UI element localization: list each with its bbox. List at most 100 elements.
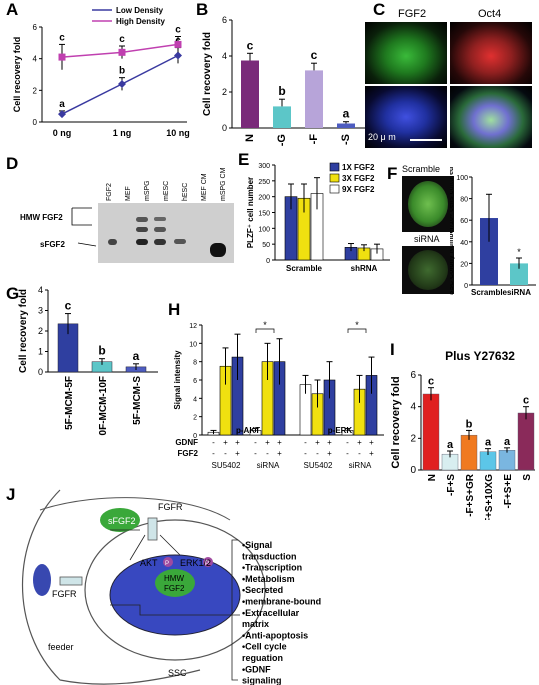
function-list-line: transduction	[242, 551, 297, 561]
y-tick-label: 40	[460, 240, 468, 247]
y-tick-label: 250	[258, 179, 270, 186]
fgf2-sign: +	[327, 449, 332, 458]
x-tick-label: S	[522, 474, 533, 481]
legend-swatch	[329, 173, 340, 183]
blot-lane-label: mSPG CM	[220, 167, 227, 201]
gdnf-sign: +	[223, 438, 228, 447]
significance-letter: b	[119, 66, 125, 77]
gdnf-sign: +	[235, 438, 240, 447]
series-point	[58, 110, 66, 119]
x-tick-label: 5F-MCM-5F	[64, 376, 75, 430]
series-point	[174, 51, 182, 60]
gdnf-sign: -	[304, 438, 307, 447]
subgroup-label: SU5402	[212, 461, 241, 470]
significance-letter: a	[485, 437, 492, 449]
function-list-line: •GDNF	[242, 664, 271, 674]
band-hmw-label: HMW FGF2	[20, 213, 63, 222]
fgf2-sign: -	[266, 449, 269, 458]
oct4-image	[450, 22, 532, 84]
significance-letter: b	[98, 344, 105, 358]
sfgf2-blob	[100, 508, 140, 532]
blot-lane-label: mESC	[163, 180, 170, 201]
x-tick-label: -F+S+10XG	[484, 474, 495, 520]
signal-arrows	[110, 529, 240, 616]
panel-label-d: D	[6, 154, 19, 173]
fgf2-row-label: FGF2	[178, 449, 199, 458]
x-tick-label: N	[427, 474, 438, 481]
scramble-image-label: Scramble	[402, 164, 441, 174]
x-tick-label: Scramble	[286, 264, 323, 273]
y-tick-label: 4	[38, 285, 43, 295]
output-bracket	[231, 539, 238, 681]
group-label: p-ERK	[328, 426, 353, 435]
y-tick-label: 8	[193, 360, 197, 367]
gdnf-row-label: GDNF	[175, 438, 198, 447]
fgf2-sign: +	[277, 449, 282, 458]
significance-letter: c	[311, 48, 318, 62]
function-list: •Signaltransduction•Transcription•Metabo…	[242, 540, 321, 685]
function-list-line: •membrane-bound	[242, 597, 321, 607]
gdnf-sign: +	[265, 438, 270, 447]
function-list-line: •Anti-apoptosis	[242, 630, 308, 640]
significance-bracket	[347, 328, 367, 333]
y-axis-label: Cell recovery fold	[390, 376, 402, 468]
significance-star: *	[355, 320, 359, 330]
legend-swatch	[329, 184, 340, 194]
significance-letter: a	[447, 439, 454, 451]
title-fgf2: FGF2	[398, 8, 427, 20]
legend-label: Low Density	[116, 6, 164, 15]
function-list-line: •Metabolism	[242, 574, 295, 584]
blot-lane-label: hESC	[182, 182, 189, 201]
function-list-line: matrix	[242, 619, 269, 629]
y-tick-label: 2	[33, 86, 38, 95]
panel-f-images: Scramble siRNA	[400, 164, 460, 294]
x-tick-label: -F	[308, 134, 320, 145]
x-tick-label: Scramble	[471, 288, 508, 297]
scramble-colony-image	[402, 176, 454, 232]
y-tick-label: 2	[222, 87, 227, 97]
blot-image	[98, 203, 234, 263]
y-tick-label: 200	[258, 195, 270, 202]
label-hmw: HMW	[164, 574, 184, 583]
significance-letter: b	[466, 418, 473, 430]
series-point	[118, 48, 126, 56]
fgfr-top-receptor	[147, 517, 158, 541]
subgroup-label: siRNA	[349, 461, 372, 470]
phospho-erk	[203, 557, 213, 567]
scale-bar-label: 20 μ m	[368, 132, 396, 142]
significance-letter: c	[247, 38, 254, 52]
y-axis-label: Cell recovery fold	[202, 32, 213, 116]
merge-image	[450, 86, 532, 148]
significance-letter: a	[343, 107, 350, 121]
sirna-image-label: siRNA	[414, 234, 440, 244]
label-feeder: feeder	[48, 642, 74, 652]
label-hmw-fgf2: FGF2	[164, 584, 185, 593]
fgf2-sign: -	[254, 449, 257, 458]
x-tick-label: 1 ng	[113, 128, 132, 138]
y-tick-label: 80	[460, 197, 468, 204]
y-tick-label: 50	[262, 242, 270, 249]
significance-star: *	[517, 247, 521, 257]
bar	[498, 450, 516, 471]
band-arrows	[71, 207, 97, 247]
y-tick-label: 20	[460, 261, 468, 268]
panel-c-images: FGF2 Oct4 20 μ m	[360, 0, 539, 152]
subgroup-label: SU5402	[304, 461, 333, 470]
y-tick-label: 6	[410, 370, 416, 381]
y-tick-label: 150	[258, 211, 270, 218]
y-axis-label: Signal intensity	[173, 350, 182, 410]
label-sfgf2: sFGF2	[108, 516, 136, 526]
significance-letter: a	[59, 99, 65, 110]
fgf2-image	[365, 22, 447, 84]
y-tick-label: 0	[222, 123, 227, 133]
y-tick-label: 60	[460, 218, 468, 225]
significance-letter: a	[133, 349, 140, 363]
bar	[460, 434, 478, 471]
y-axis-label: PLZF⁺ cell number	[246, 177, 255, 248]
panel-label-h: H	[168, 300, 181, 319]
phospho-akt	[163, 557, 173, 567]
gdnf-sign: -	[254, 438, 257, 447]
